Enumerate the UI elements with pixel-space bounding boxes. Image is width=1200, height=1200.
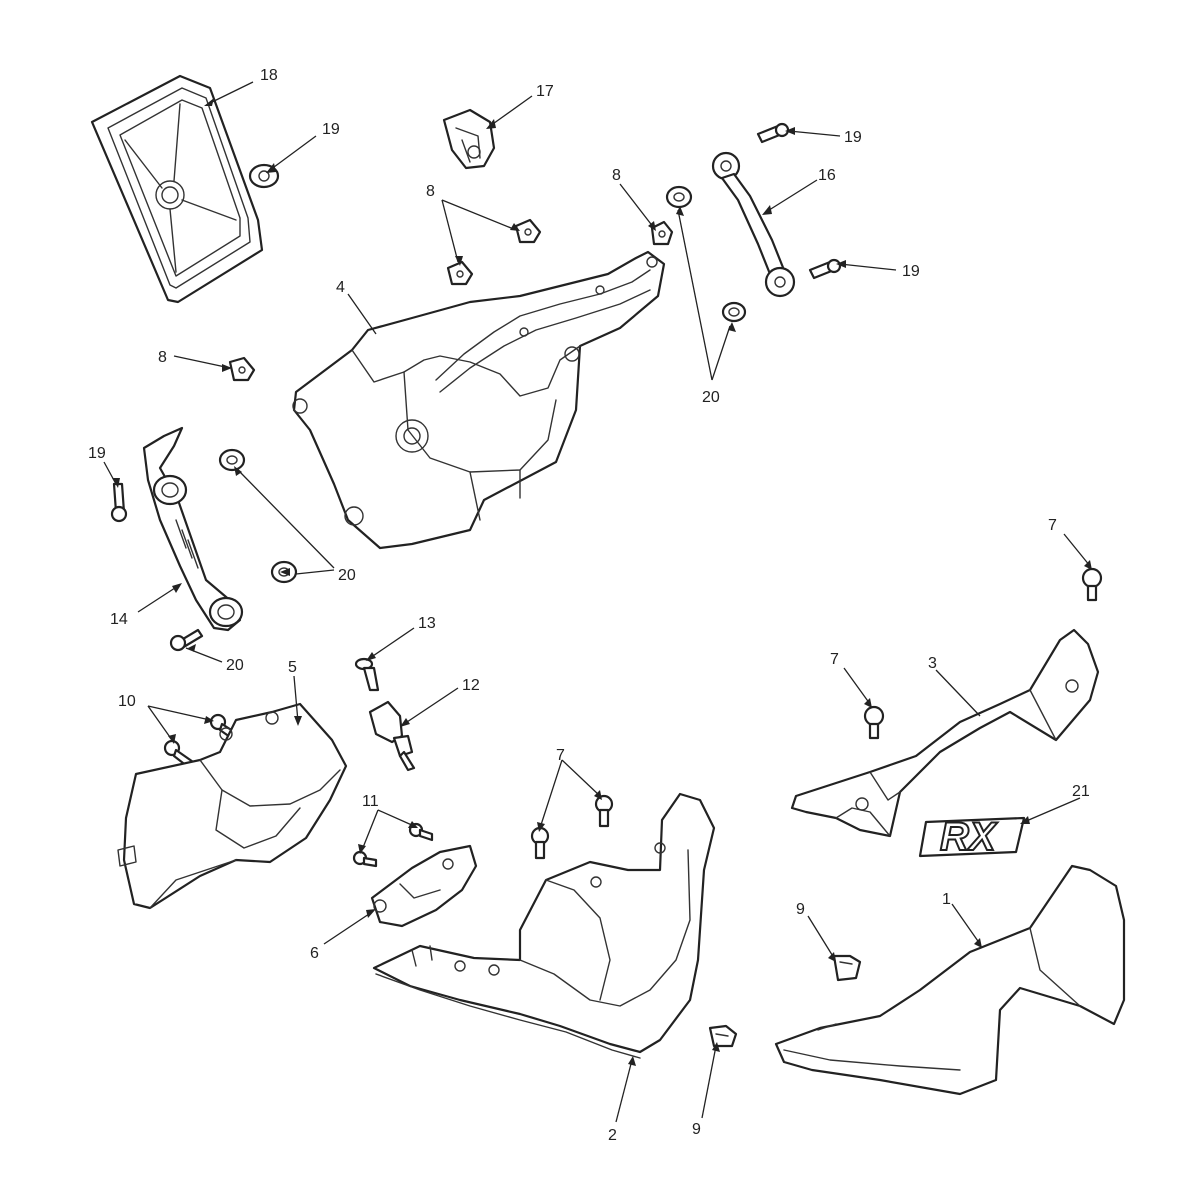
part-21-emblem: RX xyxy=(918,814,1026,860)
callout-13: 13 xyxy=(418,615,436,632)
leader-lines xyxy=(103,81,1091,1123)
part-15-stay xyxy=(711,151,796,298)
callout-20-b: 20 xyxy=(338,567,356,584)
callout-15: 16 xyxy=(818,167,836,184)
callout-9-b: 9 xyxy=(692,1121,701,1138)
part-14-side-stay xyxy=(142,426,244,632)
part-6-small-bracket xyxy=(370,844,478,928)
callout-12: 12 xyxy=(462,677,480,694)
part-1-lower-panel xyxy=(774,864,1126,1096)
part-5-bracket xyxy=(117,702,348,910)
part-4-main-bracket xyxy=(292,250,666,550)
callout-8-a: 8 xyxy=(426,183,435,200)
part-13-screw xyxy=(354,657,380,692)
callout-19-c: 19 xyxy=(88,445,106,462)
callout-4: 4 xyxy=(336,279,345,296)
callout-19-d: 20 xyxy=(226,657,244,674)
part-9-clips xyxy=(708,954,862,1048)
emblem-text: RX xyxy=(940,815,998,859)
callout-10: 10 xyxy=(118,693,136,710)
callout-8-b: 8 xyxy=(612,167,621,184)
callout-19-a: 19 xyxy=(844,129,862,146)
callout-11: 11 xyxy=(362,793,379,810)
callout-7-c: 7 xyxy=(556,747,565,764)
callout-18: 19 xyxy=(322,121,340,138)
callout-5: 5 xyxy=(288,659,297,676)
callout-19-b: 19 xyxy=(902,263,920,280)
callout-9-a: 9 xyxy=(796,901,805,918)
callout-labels: 18 19 17 19 16 19 8 8 20 4 8 19 20 14 20… xyxy=(88,67,1090,1144)
callout-1: 1 xyxy=(942,891,951,908)
callout-3: 3 xyxy=(928,655,937,672)
part-12-sensor xyxy=(368,700,416,772)
callout-2: 2 xyxy=(608,1127,617,1144)
part-2-lower-bracket xyxy=(372,792,716,1059)
leader-arrowheads xyxy=(112,98,1092,1066)
part-7-screws xyxy=(530,567,1103,860)
callout-7-a: 7 xyxy=(1048,517,1057,534)
callout-16: 17 xyxy=(536,83,554,100)
callout-14: 14 xyxy=(110,611,128,628)
part-16-connector xyxy=(442,108,496,170)
callout-20-a: 20 xyxy=(702,389,720,406)
part-11-screws xyxy=(352,822,434,868)
part-3-duct xyxy=(790,628,1100,838)
callout-17: 18 xyxy=(260,67,278,84)
part-17-frame xyxy=(90,74,264,304)
callout-6: 6 xyxy=(310,945,319,962)
callout-7-b: 7 xyxy=(830,651,839,668)
callout-21: 21 xyxy=(1072,783,1090,800)
callout-8-c: 8 xyxy=(158,349,167,366)
